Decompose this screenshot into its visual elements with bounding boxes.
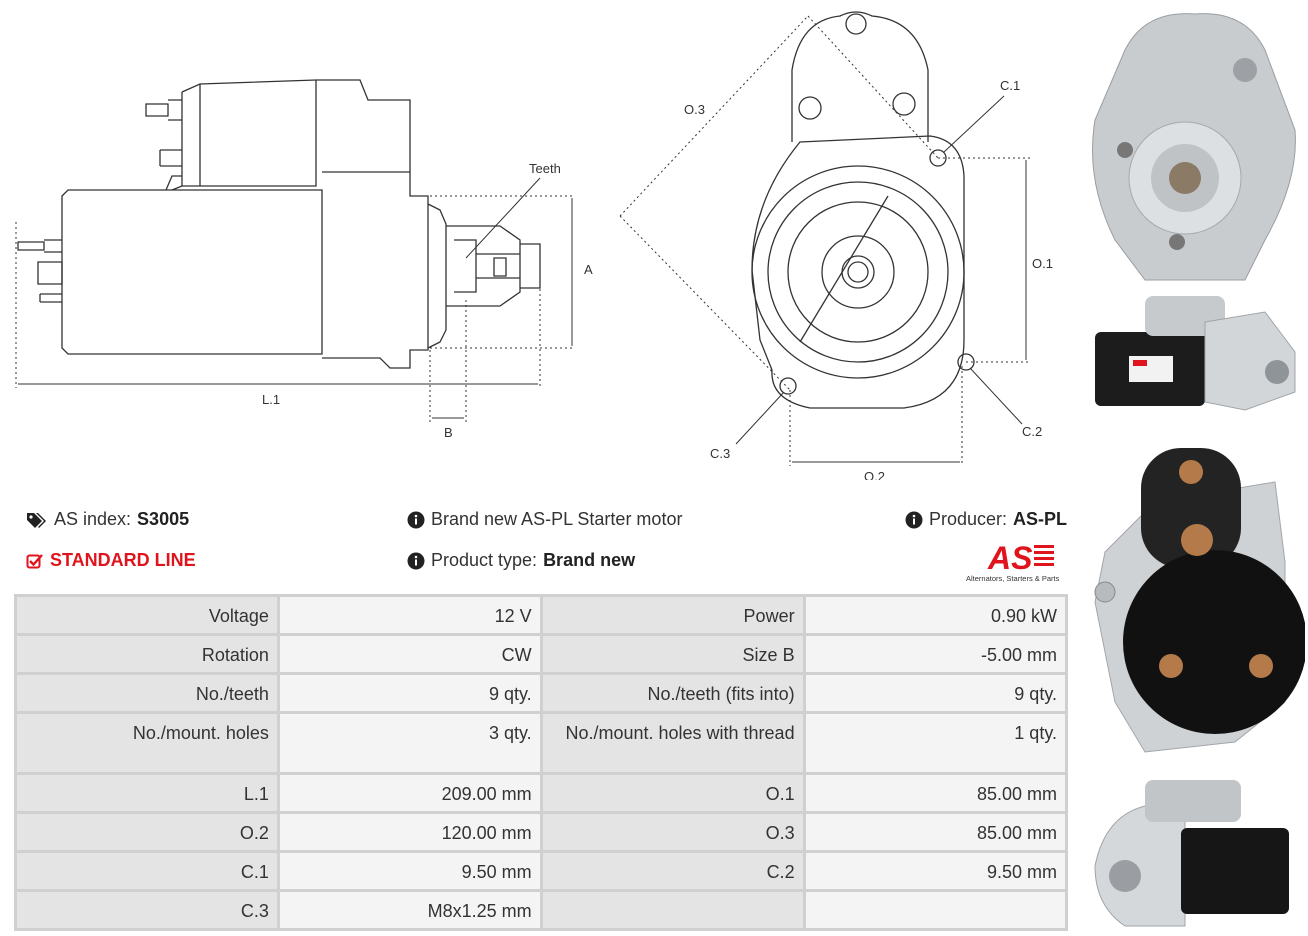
c2-label: C.2 [1022, 424, 1042, 439]
as-logo-mark: AS Alternators, Starters & Parts [966, 540, 1060, 583]
spec-value: 85.00 mm [805, 775, 1065, 811]
product-type-label: Product type: [431, 550, 538, 570]
solenoid-body [181, 80, 317, 187]
spec-label [542, 892, 803, 928]
product-type-row: Product type: Brand new [407, 550, 635, 571]
spec-label: L.1 [17, 775, 277, 811]
info-icon [407, 511, 425, 528]
spec-label: Size B [542, 636, 803, 672]
c1-label: C.1 [1000, 78, 1020, 93]
table-row: C.3 M8x1.25 mm [17, 892, 1065, 928]
photo-side-view [1095, 296, 1296, 411]
tags-icon [27, 512, 46, 528]
spec-value: 1 qty. [805, 714, 1065, 772]
spec-value: 120.00 mm [279, 814, 540, 850]
spec-value: 9 qty. [805, 675, 1065, 711]
standard-line-row: STANDARD LINE [26, 550, 196, 571]
table-row: C.1 9.50 mm C.2 9.50 mm [17, 853, 1065, 889]
as-index-row: AS index: S3005 [26, 509, 189, 530]
spec-label: Power [542, 597, 803, 633]
as-pl-logo: AS Alternators, Starters & Parts [964, 539, 1068, 585]
spec-value: 209.00 mm [279, 775, 540, 811]
spec-value: 9.50 mm [279, 853, 540, 889]
table-row: No./mount. holes 3 qty. No./mount. holes… [17, 714, 1065, 772]
spec-value: 3 qty. [279, 714, 540, 772]
a-label: A [584, 262, 593, 277]
b-label: B [444, 425, 453, 440]
info-icon [407, 552, 425, 569]
photo-bottom-view [1094, 780, 1289, 927]
spec-value: 12 V [279, 597, 540, 633]
info-icon [905, 511, 923, 528]
spec-label: Rotation [17, 636, 277, 672]
l1-label: L.1 [262, 392, 280, 407]
starter-diagram-svg: Teeth A L.1 B O.3 C.1 O.1 C.2 C.3 O.2 [15, 11, 1053, 484]
as-index-label: AS index: [54, 509, 132, 529]
teeth-label: Teeth [529, 161, 561, 176]
o2-label: O.2 [864, 469, 885, 480]
spec-label: No./teeth (fits into) [542, 675, 803, 711]
o3-label: O.3 [684, 102, 705, 117]
spec-label: C.2 [542, 853, 803, 889]
description-text: Brand new AS-PL Starter motor [431, 509, 683, 529]
spec-label: C.1 [17, 853, 277, 889]
logo-text: AS [987, 540, 1033, 576]
technical-drawing: Teeth A L.1 B O.3 C.1 O.1 C.2 C.3 O.2 [0, 0, 1080, 484]
producer-label: Producer: [929, 509, 1008, 529]
photo-rear-view [1094, 448, 1305, 753]
drive-housing [322, 171, 429, 369]
spec-label: C.3 [17, 892, 277, 928]
description-row: Brand new AS-PL Starter motor [407, 509, 682, 530]
spec-label: No./mount. holes with thread [542, 714, 803, 772]
spec-label: O.3 [542, 814, 803, 850]
o1-label: O.1 [1032, 256, 1053, 271]
as-index-value: S3005 [137, 509, 190, 529]
photo-front-view [1092, 13, 1296, 281]
table-row: No./teeth 9 qty. No./teeth (fits into) 9… [17, 675, 1065, 711]
spec-value: M8x1.25 mm [279, 892, 540, 928]
spec-value: CW [279, 636, 540, 672]
spec-label: O.2 [17, 814, 277, 850]
spec-value: 85.00 mm [805, 814, 1065, 850]
spec-label: No./mount. holes [17, 714, 277, 772]
motor-body [61, 189, 323, 355]
spec-value [805, 892, 1065, 928]
table-row: L.1 209.00 mm O.1 85.00 mm [17, 775, 1065, 811]
specifications-table: Voltage 12 V Power 0.90 kW Rotation CW S… [14, 594, 1068, 931]
standard-line-label: STANDARD LINE [50, 550, 196, 570]
logo-tagline: Alternators, Starters & Parts [966, 574, 1060, 583]
checkbox-icon [26, 553, 43, 568]
producer-row: Producer: AS-PL [905, 509, 1067, 530]
table-row: Voltage 12 V Power 0.90 kW [17, 597, 1065, 633]
producer-value: AS-PL [1013, 509, 1068, 529]
spec-label: No./teeth [17, 675, 277, 711]
spec-value: 9 qty. [279, 675, 540, 711]
solenoid-top [181, 79, 411, 172]
c3-label: C.3 [710, 446, 730, 461]
spec-value: 0.90 kW [805, 597, 1065, 633]
product-type-value: Brand new [543, 550, 636, 570]
spec-label: Voltage [17, 597, 277, 633]
spec-value: 9.50 mm [805, 853, 1065, 889]
table-row: O.2 120.00 mm O.3 85.00 mm [17, 814, 1065, 850]
spec-value: -5.00 mm [805, 636, 1065, 672]
spec-label: O.1 [542, 775, 803, 811]
table-row: Rotation CW Size B -5.00 mm [17, 636, 1065, 672]
